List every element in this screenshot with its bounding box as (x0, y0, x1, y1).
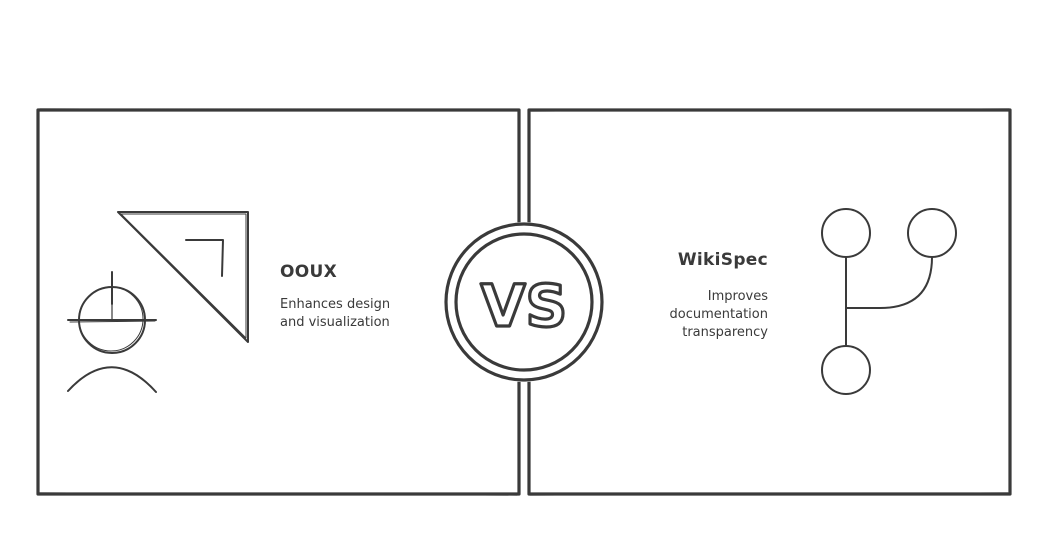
ooux-description-line: and visualization (280, 315, 390, 330)
git-branch-icon (821, 208, 957, 395)
wikispec-description: Improves documentation transparency (600, 288, 768, 342)
designer-icon (67, 271, 157, 393)
ooux-description: Enhances design and visualization (280, 296, 420, 332)
set-square-icon (117, 211, 249, 343)
ooux-description-line: Enhances design (280, 297, 391, 312)
vs-badge-text: VS (481, 272, 568, 340)
wikispec-title: WikiSpec (677, 250, 768, 270)
ooux-title: OOUX (280, 262, 338, 282)
vs-badge: VS (444, 222, 604, 382)
wikispec-description-line: transparency (682, 325, 768, 340)
wikispec-description-line: documentation (669, 307, 768, 322)
wikispec-description-line: Improves (707, 289, 768, 304)
